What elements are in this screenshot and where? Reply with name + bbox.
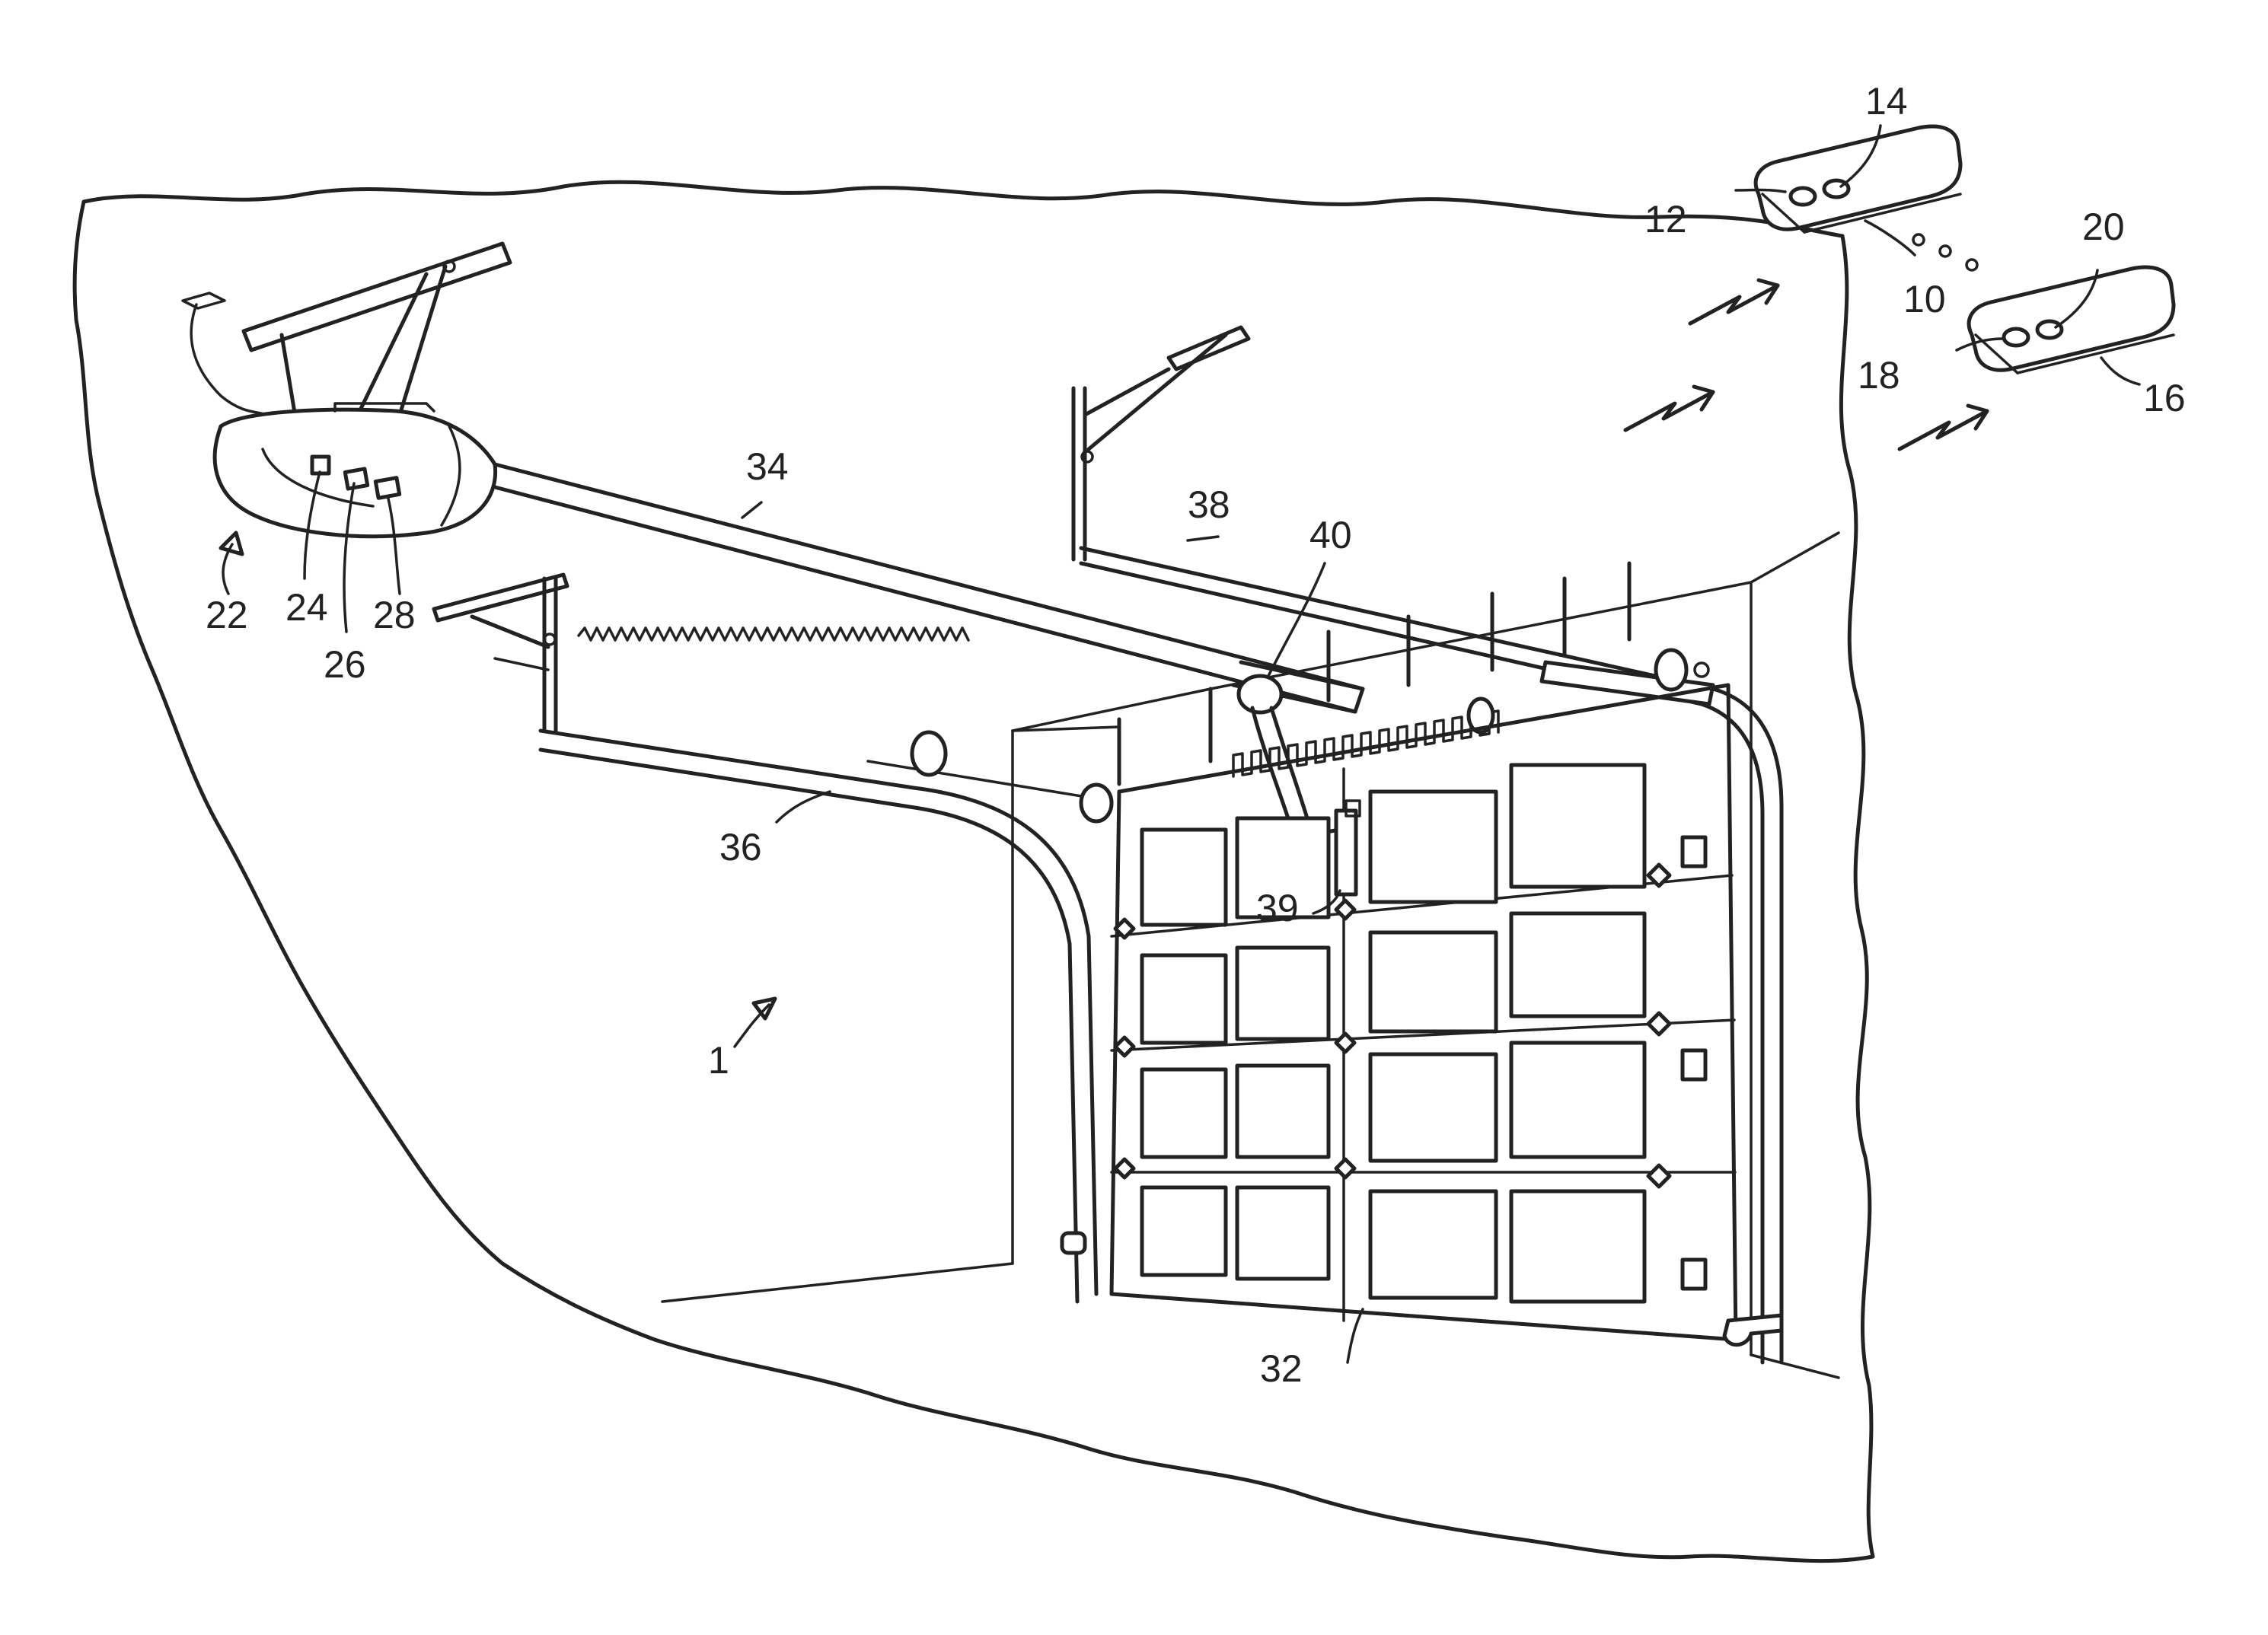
label-1: 1 — [708, 1039, 729, 1082]
opener-head — [215, 403, 495, 537]
label-32: 32 — [1260, 1347, 1303, 1390]
label-38: 38 — [1188, 483, 1230, 526]
label-20: 20 — [2082, 206, 2125, 248]
left-photo-eye — [1062, 1233, 1085, 1253]
label-10: 10 — [1903, 278, 1946, 320]
right-photo-eye — [1724, 1315, 1782, 1345]
reference-leaders — [221, 126, 2139, 1362]
remote-transmitter-b — [1969, 267, 2174, 373]
garage-door — [1062, 685, 1782, 1345]
component-26-box — [345, 469, 367, 489]
label-36: 36 — [719, 826, 762, 868]
remote-a-button-1 — [1791, 188, 1815, 205]
label-34: 34 — [746, 445, 789, 488]
arm-pivot — [1239, 676, 1281, 712]
label-24: 24 — [285, 586, 328, 629]
remote-b-button-1 — [2004, 329, 2028, 346]
component-28-box — [375, 478, 399, 499]
remote-transmitter-a — [1756, 126, 1960, 232]
label-22: 22 — [206, 594, 248, 636]
remote-b-button-2 — [2037, 321, 2062, 338]
label-16: 16 — [2143, 377, 2186, 419]
label-26: 26 — [324, 643, 366, 686]
label-28: 28 — [373, 594, 416, 636]
left-track — [434, 575, 1112, 1302]
label-39: 39 — [1256, 887, 1299, 929]
label-18: 18 — [1858, 354, 1900, 397]
sensor-bracket — [1336, 811, 1356, 894]
label-12: 12 — [1644, 198, 1687, 241]
label-40: 40 — [1309, 514, 1352, 556]
ceiling-mount — [183, 244, 510, 426]
rail — [495, 464, 1363, 712]
ellipsis-dots — [1913, 234, 1977, 270]
extension-spring — [579, 628, 968, 640]
label-14: 14 — [1865, 80, 1908, 123]
door-windows — [1142, 765, 1644, 1302]
